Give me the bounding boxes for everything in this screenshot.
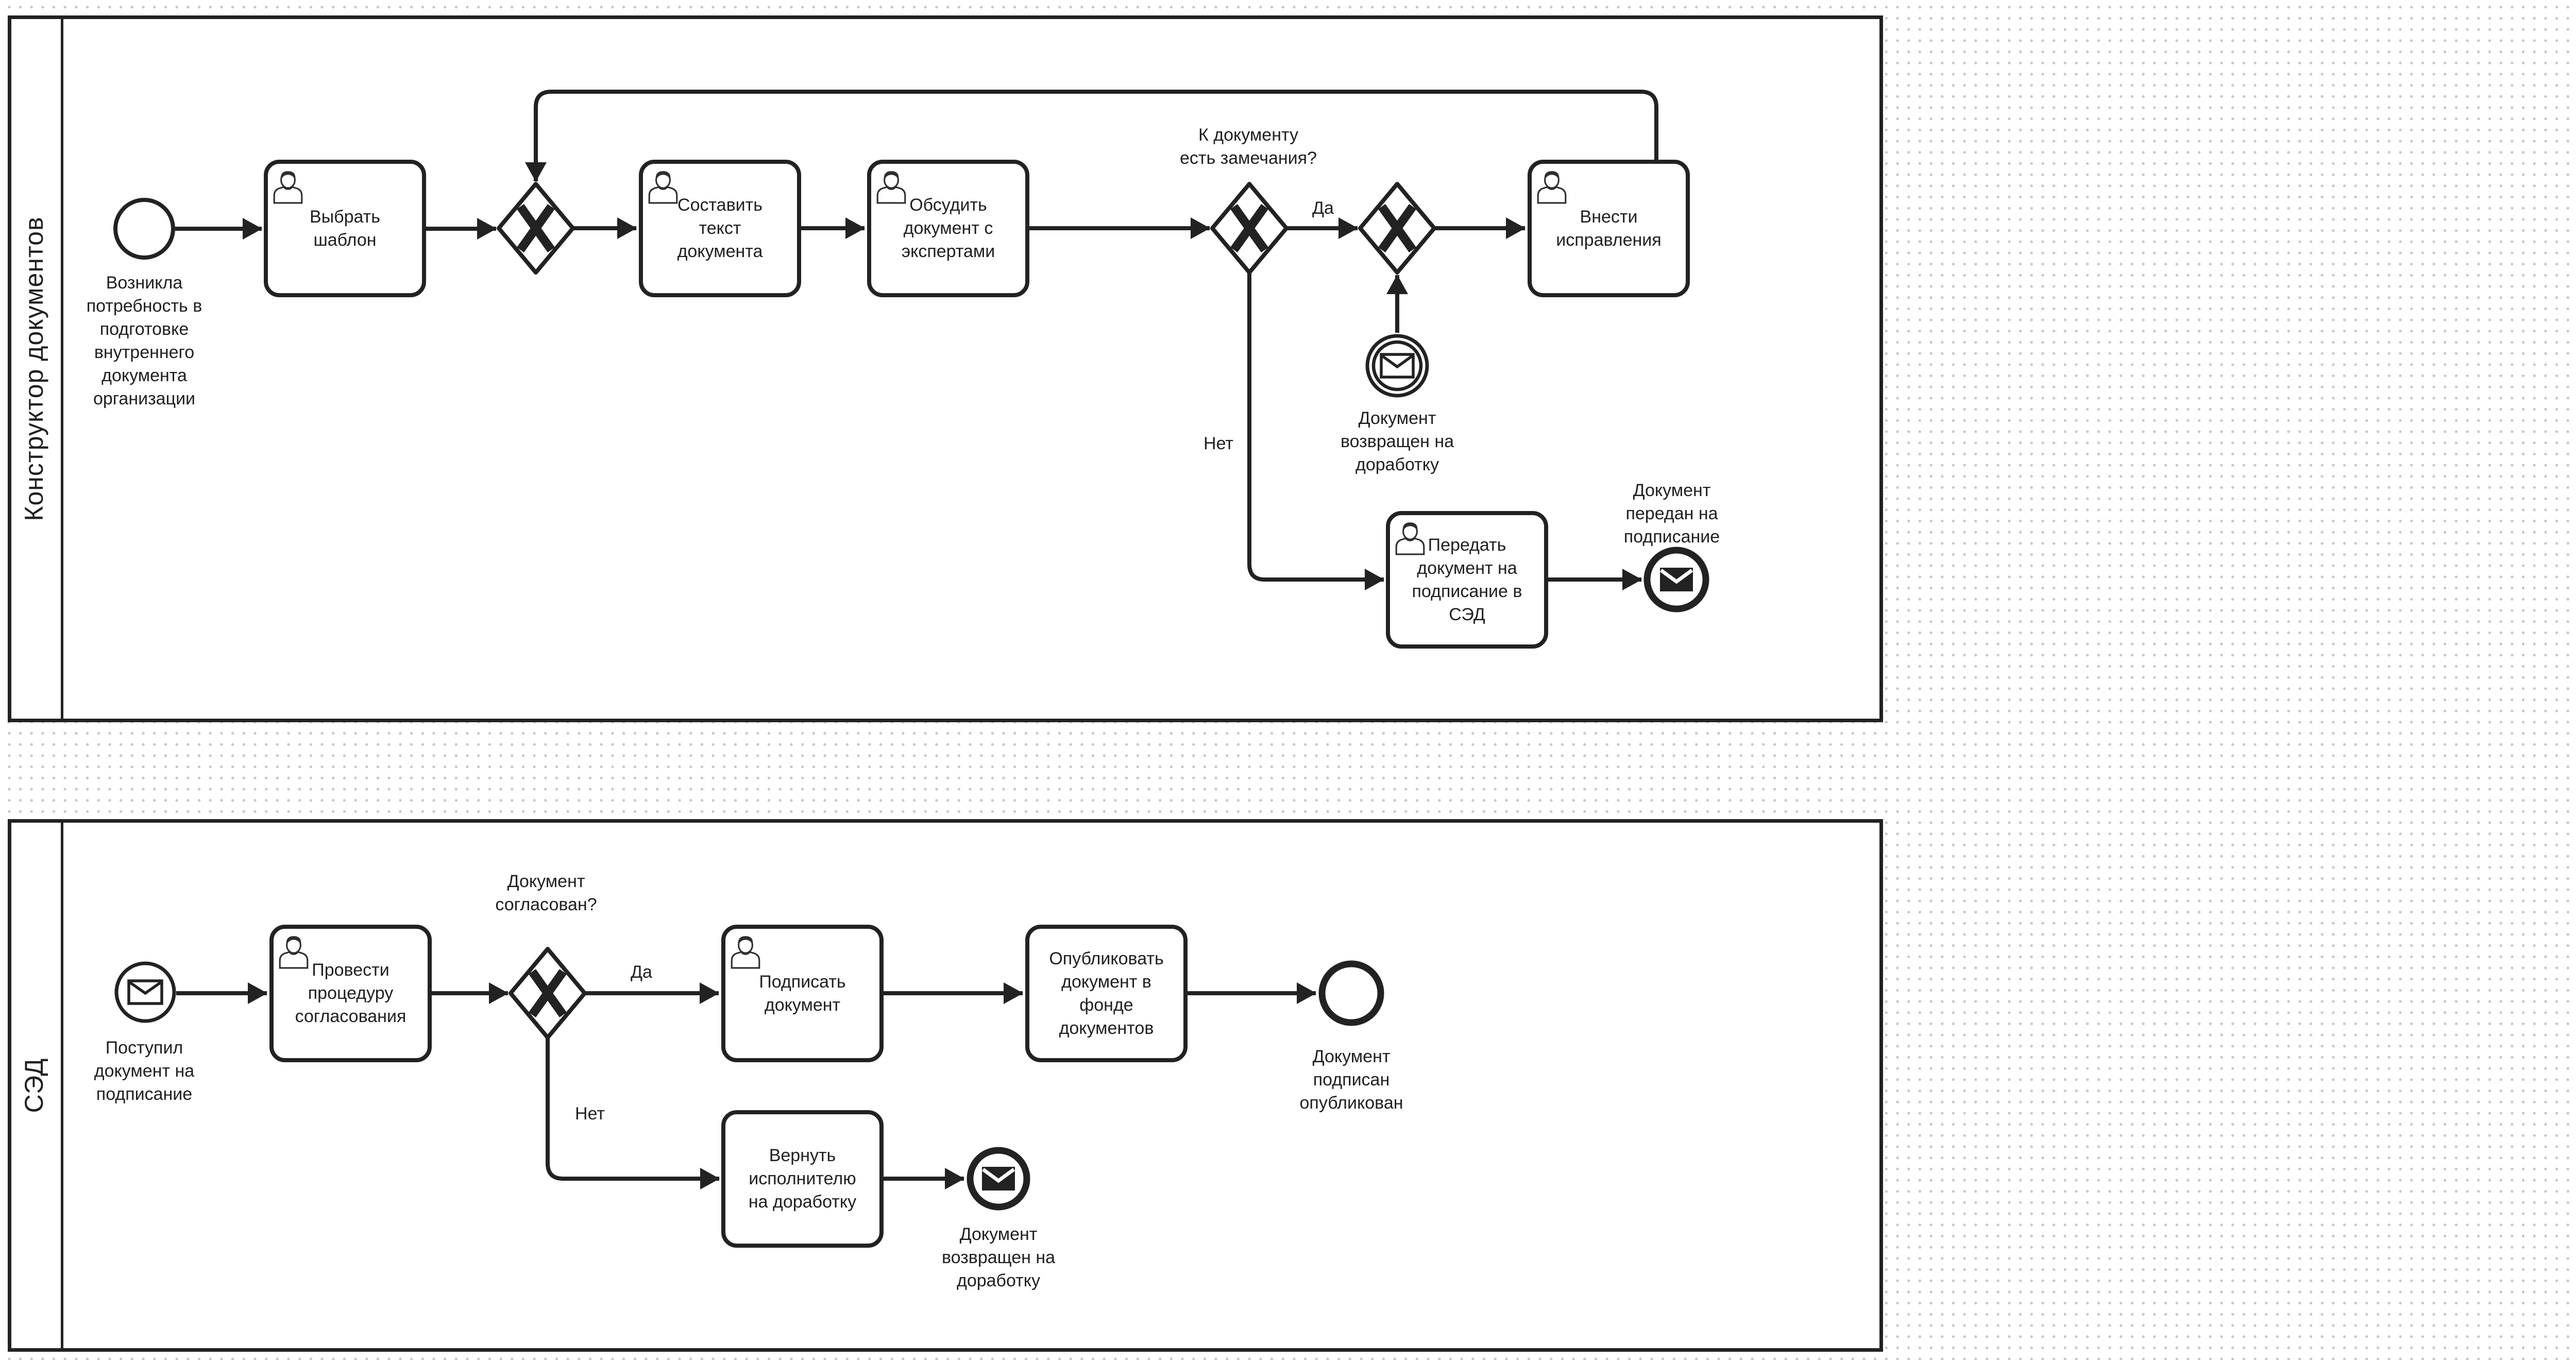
gateway-remarks-question[interactable] <box>1210 182 1289 275</box>
gateway-merge[interactable] <box>497 182 575 275</box>
envelope-icon <box>1380 353 1415 379</box>
envelope-filled-icon <box>1659 568 1693 591</box>
message-start-event-received[interactable] <box>114 961 176 1023</box>
flow-no-label: Нет <box>575 1104 605 1124</box>
envelope-icon <box>127 979 163 1005</box>
gateway-join-fix[interactable] <box>1358 182 1436 275</box>
message-end-event-returned[interactable] <box>967 1147 1030 1211</box>
user-task-icon <box>1395 522 1425 555</box>
x-mark-icon <box>1230 204 1268 252</box>
pool-band <box>11 823 63 1348</box>
start-event-need-document[interactable] <box>113 198 175 260</box>
user-task-icon <box>273 171 303 204</box>
message-catch-event-returned[interactable] <box>1365 334 1429 398</box>
x-mark-icon <box>529 969 567 1017</box>
user-task-icon <box>279 936 309 969</box>
user-task-icon <box>876 171 906 204</box>
flow-yes-label: Да <box>1312 198 1334 218</box>
pool-sed-label: СЭД <box>20 1058 48 1113</box>
message-end-event-sent[interactable] <box>1643 547 1709 613</box>
flow-no-label: Нет <box>1204 434 1233 453</box>
end-event-published[interactable] <box>1318 960 1384 1026</box>
x-mark-icon <box>1378 204 1416 252</box>
pool-document-constructor[interactable] <box>8 15 1883 722</box>
envelope-filled-icon <box>981 1167 1015 1191</box>
flow-yes-label: Да <box>631 962 652 982</box>
user-task-icon <box>648 171 678 204</box>
x-mark-icon <box>517 204 555 252</box>
pool-band <box>11 19 63 719</box>
pool-document-constructor-label: Конструктор документов <box>20 216 48 521</box>
user-task-icon <box>1537 171 1567 204</box>
pool-sed[interactable] <box>8 819 1883 1352</box>
gateway-agreed-question[interactable] <box>509 947 587 1040</box>
user-task-icon <box>731 936 760 969</box>
